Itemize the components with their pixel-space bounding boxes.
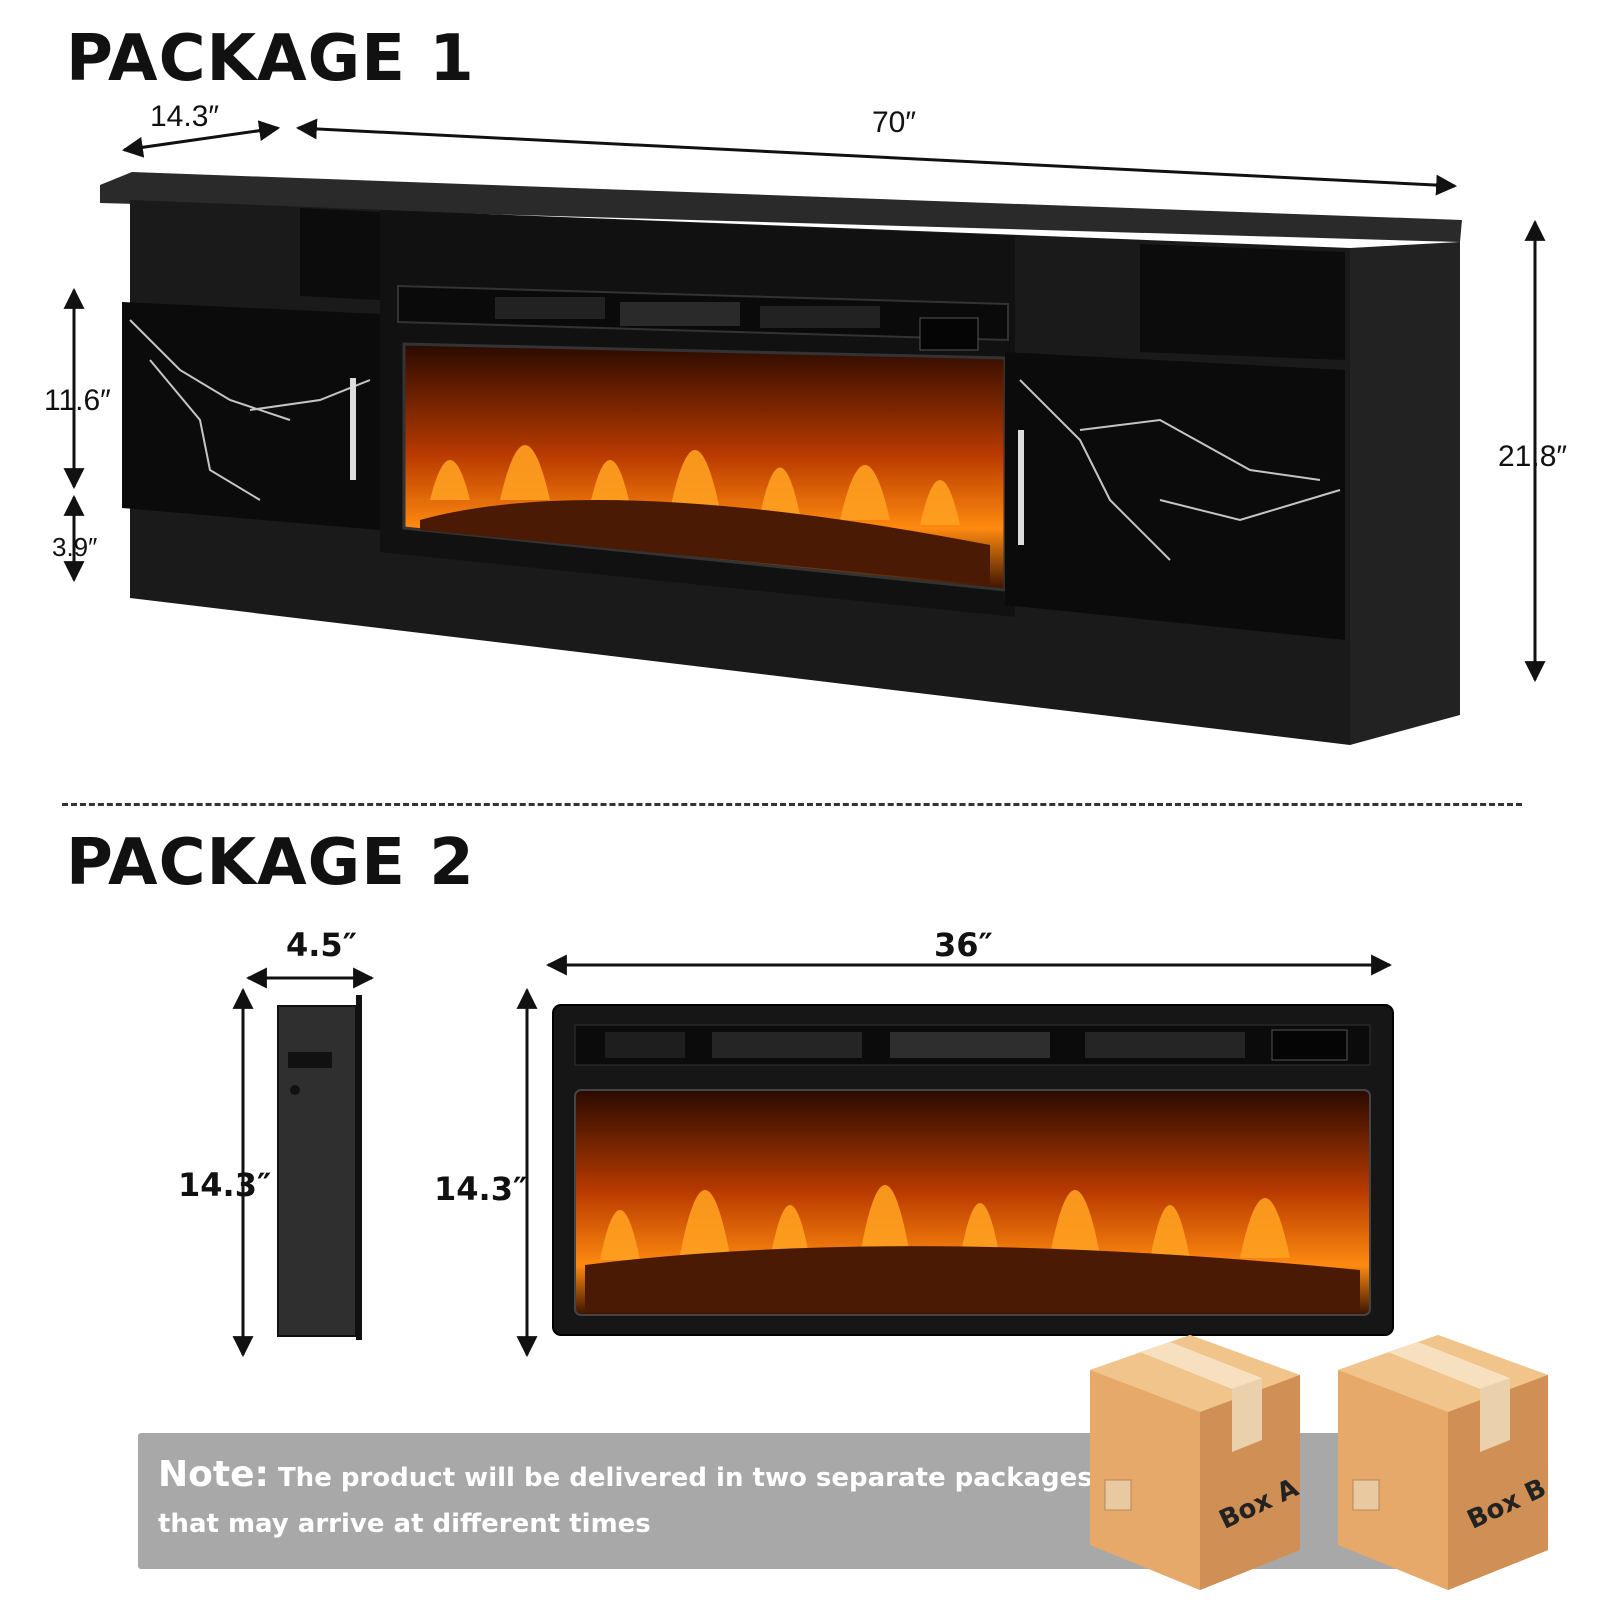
depth-dimension-line xyxy=(121,120,281,158)
logs xyxy=(420,500,990,585)
side-screw-hole xyxy=(290,1085,300,1095)
insert-logs xyxy=(585,1246,1360,1310)
vent-grille-left xyxy=(495,297,605,319)
note-label: Note: xyxy=(158,1454,269,1495)
vent-grille-right xyxy=(760,306,880,328)
left-handle xyxy=(350,378,356,480)
section-divider xyxy=(62,803,1522,806)
insert-vent-right xyxy=(1085,1032,1245,1058)
door-height-dimension-label: 11.6″ xyxy=(44,384,111,417)
insert-flames xyxy=(600,1185,1290,1260)
note-line-2: that may arrive at different times xyxy=(158,1509,651,1539)
left-door xyxy=(122,302,380,530)
total-height-dimension-label: 21.8″ xyxy=(1498,440,1568,473)
insert-width-dimension-label: 36″ xyxy=(934,926,993,964)
package-1-heading: PACKAGE 1 xyxy=(66,22,475,96)
depth-dimension-label: 14.3″ xyxy=(150,100,220,133)
right-door xyxy=(1005,352,1345,640)
tv-stand-illustration xyxy=(63,118,1546,745)
side-vent-slot xyxy=(288,1052,332,1068)
note-line-1: The product will be delivered in two sep… xyxy=(268,1463,1093,1493)
insert-display-window xyxy=(605,1032,685,1058)
insert-front-height-dimension-label: 14.3″ xyxy=(434,1170,528,1208)
insert-side-height-dimension-label: 14.3″ xyxy=(178,1166,272,1204)
base-height-dimension-label: 3.9″ xyxy=(52,532,98,562)
right-shelf-opening xyxy=(1140,244,1345,360)
insert-side-flange xyxy=(356,995,362,1340)
note-text: Note: The product will be delivered in t… xyxy=(158,1452,1098,1547)
insert-control-panel xyxy=(1271,1029,1348,1061)
right-handle xyxy=(1018,430,1024,545)
insert-vent-left xyxy=(712,1032,862,1058)
package-2-heading: PACKAGE 2 xyxy=(66,826,475,900)
left-shelf-opening xyxy=(300,208,380,300)
width-dimension-line xyxy=(295,118,1458,196)
control-panel xyxy=(919,317,979,351)
width-dimension-label: 70″ xyxy=(872,106,916,139)
vent-grille-center xyxy=(620,302,740,326)
stand-side-panel xyxy=(1350,242,1460,745)
flames xyxy=(430,445,960,525)
insert-depth-dimension-label: 4.5″ xyxy=(286,926,357,964)
insert-vent-center xyxy=(890,1032,1050,1058)
